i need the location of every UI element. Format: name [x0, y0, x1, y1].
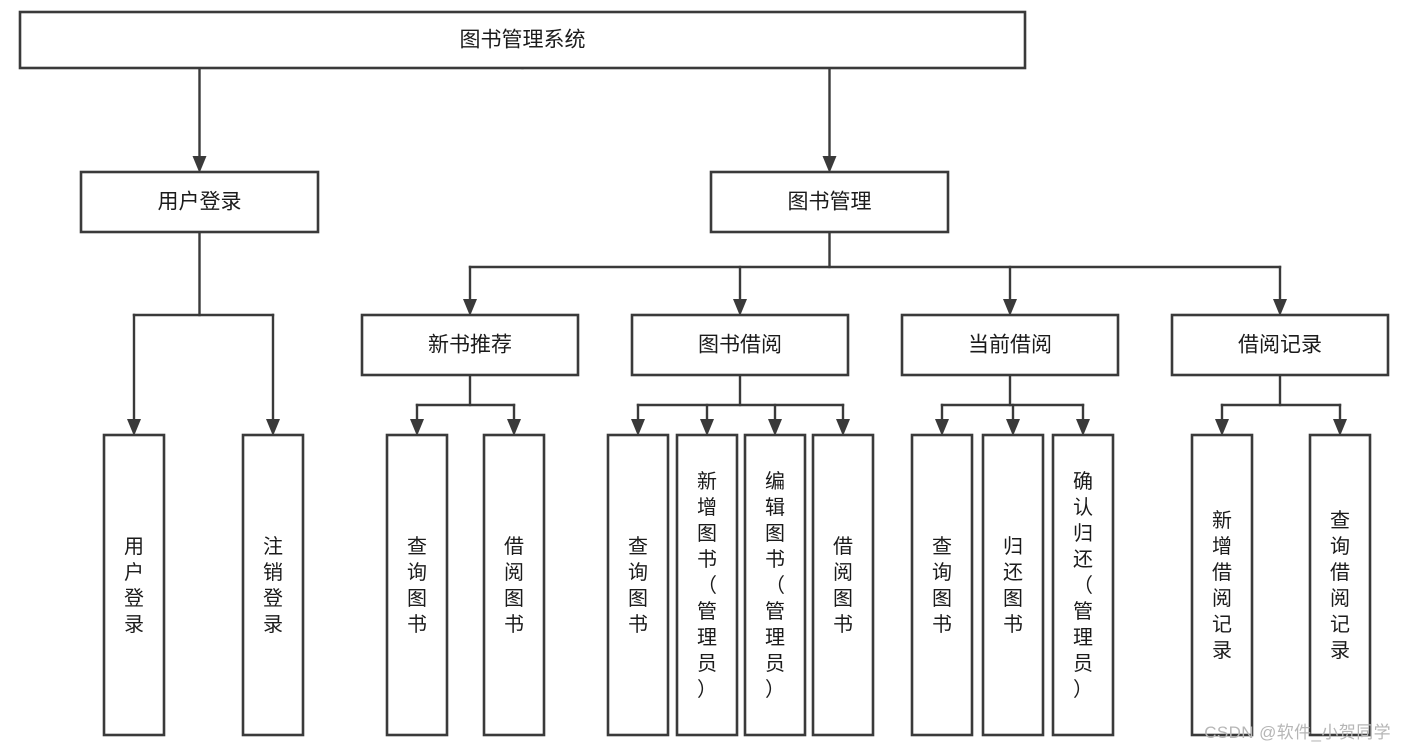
- node-box-current-return-book: [981, 433, 1045, 737]
- node-borrow-borrow-book[interactable]: 借阅图书: [811, 433, 875, 737]
- connector-group-root: [192, 65, 837, 173]
- connector-group-borrow-records: [1215, 373, 1347, 436]
- connector-group-current-borrowing: [935, 373, 1090, 436]
- node-recommend-borrow-book[interactable]: 借阅图书: [482, 433, 546, 737]
- arrow-head-icon: [1076, 419, 1090, 436]
- node-label-user-login-login: 用户登录: [124, 536, 144, 636]
- node-label-records-query-record: 查询借阅记录: [1330, 509, 1350, 662]
- connector-group-book-management: [463, 230, 1287, 316]
- arrow-head-icon: [1006, 419, 1020, 436]
- node-label-book-borrowing: 图书借阅: [698, 334, 782, 357]
- node-label-borrow-query-book: 查询图书: [628, 535, 648, 636]
- node-box-recommend-query-book: [385, 433, 449, 737]
- node-box-book-borrowing: [630, 313, 850, 377]
- node-label-root: 图书管理系统: [460, 29, 586, 52]
- node-box-recommend-borrow-book: [482, 433, 546, 737]
- arrow-head-icon: [266, 419, 280, 436]
- node-box-records-add-record: [1190, 433, 1254, 737]
- arrow-head-icon: [127, 419, 141, 436]
- node-records-add-record[interactable]: 新增借阅记录: [1190, 433, 1254, 737]
- node-label-user-login-logout: 注销登录: [263, 535, 283, 636]
- node-records-query-record[interactable]: 查询借阅记录: [1308, 433, 1372, 737]
- node-user-login[interactable]: 用户登录: [79, 170, 320, 234]
- arrow-head-icon: [935, 419, 949, 436]
- node-box-root: [18, 10, 1027, 70]
- node-borrow-edit-book[interactable]: 编辑图书（管理员）: [743, 433, 807, 737]
- node-root[interactable]: 图书管理系统: [18, 10, 1027, 70]
- node-user-login-logout[interactable]: 注销登录: [241, 433, 305, 737]
- watermark-text: CSDN @软件_小贺同学: [1204, 723, 1391, 742]
- node-label-borrow-borrow-book: 借阅图书: [833, 535, 853, 636]
- arrow-head-icon: [822, 156, 837, 173]
- node-box-borrow-query-book: [606, 433, 670, 737]
- connector-group-book-borrowing: [631, 373, 850, 436]
- node-label-recommend-query-book: 查询图书: [407, 535, 427, 636]
- node-box-records-query-record: [1308, 433, 1372, 737]
- node-new-book-recommend[interactable]: 新书推荐: [360, 313, 580, 377]
- arrow-head-icon: [733, 299, 747, 316]
- node-box-user-login-login: [102, 433, 166, 737]
- node-label-current-return-book: 归还图书: [1003, 535, 1023, 636]
- node-label-borrow-edit-book: 编辑图书（管理员）: [765, 470, 785, 701]
- node-borrow-query-book[interactable]: 查询图书: [606, 433, 670, 737]
- node-box-current-query-book: [910, 433, 974, 737]
- node-current-borrowing[interactable]: 当前借阅: [900, 313, 1120, 377]
- node-box-borrow-borrow-book: [811, 433, 875, 737]
- arrow-head-icon: [700, 419, 714, 436]
- arrow-head-icon: [192, 156, 207, 173]
- node-label-book-management: 图书管理: [788, 191, 872, 214]
- arrow-head-icon: [768, 419, 782, 436]
- node-recommend-query-book[interactable]: 查询图书: [385, 433, 449, 737]
- arrow-head-icon: [1273, 299, 1287, 316]
- node-label-user-login: 用户登录: [158, 191, 242, 214]
- node-box-book-management: [709, 170, 950, 234]
- arrow-head-icon: [1333, 419, 1347, 436]
- node-book-management[interactable]: 图书管理: [709, 170, 950, 234]
- connector-group-new-book-recommend: [410, 373, 521, 436]
- node-current-return-book[interactable]: 归还图书: [981, 433, 1045, 737]
- node-label-records-add-record: 新增借阅记录: [1212, 509, 1232, 662]
- arrow-head-icon: [1215, 419, 1229, 436]
- node-label-borrow-records: 借阅记录: [1238, 334, 1322, 357]
- node-label-borrow-add-book: 新增图书（管理员）: [697, 470, 717, 701]
- node-label-current-confirm-return: 确认归还（管理员）: [1073, 470, 1093, 701]
- node-box-current-confirm-return: [1051, 433, 1115, 737]
- node-current-query-book[interactable]: 查询图书: [910, 433, 974, 737]
- node-box-borrow-records: [1170, 313, 1390, 377]
- node-borrow-add-book[interactable]: 新增图书（管理员）: [675, 433, 739, 737]
- arrow-head-icon: [1003, 299, 1017, 316]
- node-box-user-login: [79, 170, 320, 234]
- node-label-current-borrowing: 当前借阅: [968, 334, 1052, 357]
- arrow-head-icon: [836, 419, 850, 436]
- arrow-head-icon: [507, 419, 521, 436]
- node-box-borrow-edit-book: [743, 433, 807, 737]
- node-label-recommend-borrow-book: 借阅图书: [504, 535, 524, 636]
- node-user-login-login[interactable]: 用户登录: [102, 433, 166, 737]
- node-label-new-book-recommend: 新书推荐: [428, 334, 512, 357]
- node-box-new-book-recommend: [360, 313, 580, 377]
- arrow-head-icon: [463, 299, 477, 316]
- node-label-current-query-book: 查询图书: [932, 535, 952, 636]
- node-box-current-borrowing: [900, 313, 1120, 377]
- node-current-confirm-return[interactable]: 确认归还（管理员）: [1051, 433, 1115, 737]
- arrow-head-icon: [631, 419, 645, 436]
- node-borrow-records[interactable]: 借阅记录: [1170, 313, 1390, 377]
- node-box-user-login-logout: [241, 433, 305, 737]
- node-book-borrowing[interactable]: 图书借阅: [630, 313, 850, 377]
- arrow-head-icon: [410, 419, 424, 436]
- connector-group-user-login: [127, 230, 280, 436]
- node-box-borrow-add-book: [675, 433, 739, 737]
